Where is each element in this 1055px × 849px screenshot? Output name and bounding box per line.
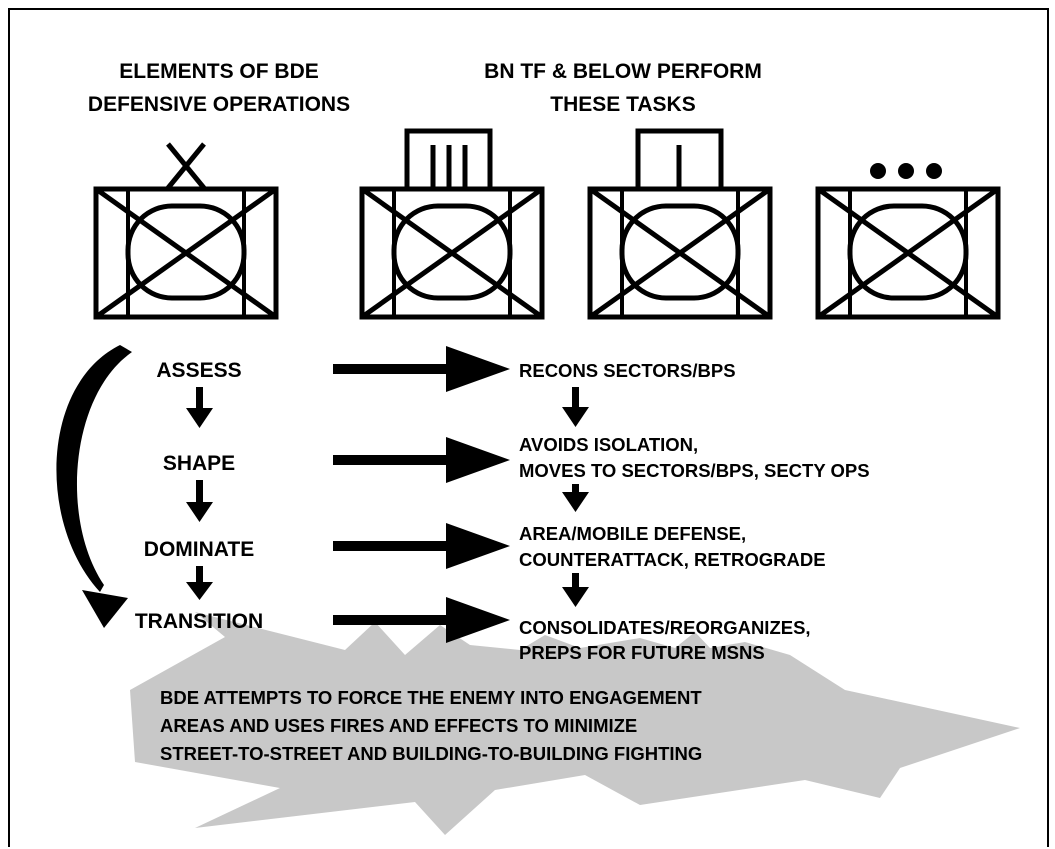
note-line1: BDE ATTEMPTS TO FORCE THE ENEMY INTO ENG… <box>160 687 702 708</box>
mechanized-infantry-unit-icon <box>818 189 998 317</box>
platoon-echelon-dots-icon <box>870 163 942 179</box>
note-line3: STREET-TO-STREET AND BUILDING-TO-BUILDIN… <box>160 743 702 764</box>
task-defense-line1: AREA/MOBILE DEFENSE, <box>519 523 746 544</box>
right-arrow-icon <box>333 346 510 392</box>
platoon-symbol <box>818 163 998 317</box>
battalion-echelon-icon <box>404 128 493 192</box>
mechanized-infantry-unit-icon <box>362 189 542 317</box>
note-line2: AREAS AND USES FIRES AND EFFECTS TO MINI… <box>160 715 637 736</box>
task-consolidate-line1: CONSOLIDATES/REORGANIZES, <box>519 617 811 638</box>
phase-transition: TRANSITION <box>135 610 263 633</box>
left-heading-line2: DEFENSIVE OPERATIONS <box>88 93 350 116</box>
right-heading-line1: BN TF & BELOW PERFORM <box>484 60 762 83</box>
right-arrow-icon <box>333 597 510 643</box>
task-down-arrow-icon <box>562 573 589 607</box>
brigade-symbol <box>96 142 276 317</box>
task-defense-line2: COUNTERATTACK, RETROGRADE <box>519 549 826 570</box>
burst-shape <box>130 612 1020 835</box>
task-down-arrow-icon <box>562 484 589 512</box>
company-echelon-icon <box>635 128 724 192</box>
brigade-echelon-x-icon <box>166 142 206 190</box>
phase-dominate: DOMINATE <box>144 538 254 561</box>
loop-back-arrow-icon <box>56 345 132 628</box>
battalion-symbol <box>362 128 542 317</box>
company-symbol <box>590 128 770 317</box>
mechanized-infantry-unit-icon <box>96 189 276 317</box>
task-avoids-line2: MOVES TO SECTORS/BPS, SECTY OPS <box>519 460 870 481</box>
diagram-frame <box>8 8 1049 847</box>
task-down-arrow-icon <box>562 387 589 427</box>
phase-shape: SHAPE <box>163 452 235 475</box>
task-consolidate-line2: PREPS FOR FUTURE MSNS <box>519 642 765 663</box>
phase-down-arrow-icon <box>186 566 213 600</box>
mechanized-infantry-unit-icon <box>590 189 770 317</box>
phase-assess: ASSESS <box>156 359 241 382</box>
right-arrow-icon <box>333 437 510 483</box>
task-avoids-line1: AVOIDS ISOLATION, <box>519 434 698 455</box>
left-heading-line1: ELEMENTS OF BDE <box>119 60 319 83</box>
task-recons: RECONS SECTORS/BPS <box>519 360 736 381</box>
right-arrow-icon <box>333 523 510 569</box>
phase-down-arrow-icon <box>186 387 213 428</box>
phase-down-arrow-icon <box>186 480 213 522</box>
right-heading-line2: THESE TASKS <box>550 93 695 116</box>
